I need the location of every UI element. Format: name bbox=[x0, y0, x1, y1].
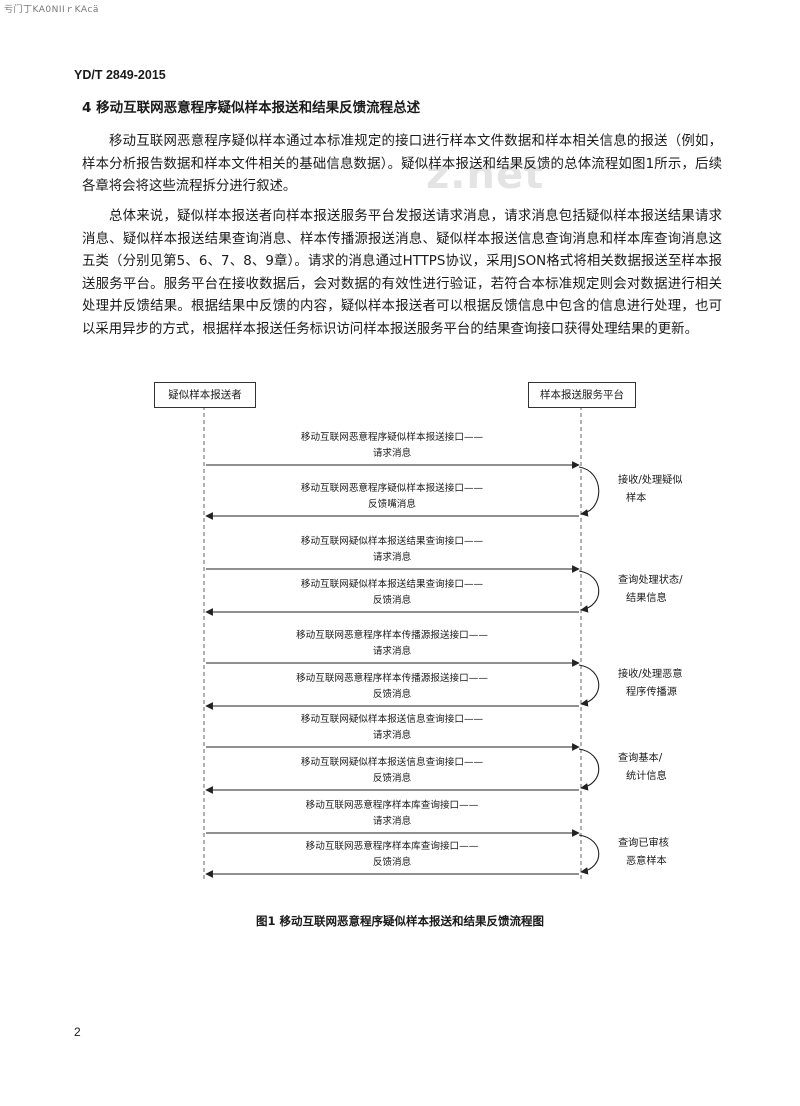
message-label-line1: 移动互联网疑似样本报送信息查询接口—— bbox=[300, 714, 484, 725]
message-label-line2: 请求消息 bbox=[372, 816, 412, 827]
processing-note-line2: 统计信息 bbox=[626, 770, 667, 782]
message-label: 移动互联网恶意程序疑似样本报送接口—— 反馈嘴消息 bbox=[262, 481, 522, 513]
message-label: 移动互联网恶意程序样本传播源报送接口—— 反馈消息 bbox=[262, 671, 522, 703]
message-label-line1: 移动互联网疑似样本报送结果查询接口—— bbox=[300, 579, 484, 590]
processing-note-line2: 样本 bbox=[626, 492, 647, 504]
processing-note-line2: 程序传播源 bbox=[626, 686, 677, 698]
message-label: 移动互联网恶意程序样本库查询接口—— 请求消息 bbox=[262, 798, 522, 830]
processing-note: 接收/处理疑似样本 bbox=[618, 472, 698, 508]
message-label-line1: 移动互联网疑似样本报送结果查询接口—— bbox=[300, 536, 484, 547]
processing-note: 查询处理状态/结果信息 bbox=[618, 572, 698, 608]
message-label-line2: 反馈消息 bbox=[372, 773, 412, 784]
paragraph-summary: 总体来说，疑似样本报送者向样本报送服务平台发报送请求消息，请求消息包括疑似样本报… bbox=[82, 209, 722, 337]
message-label-line1: 移动互联网疑似样本报送信息查询接口—— bbox=[300, 757, 484, 768]
message-label-line1: 移动互联网恶意程序样本传播源报送接口—— bbox=[296, 673, 488, 684]
page-number: 2 bbox=[74, 1025, 81, 1039]
processing-note-line1: 查询基本/ bbox=[618, 752, 663, 764]
message-label-line2: 反馈消息 bbox=[372, 595, 412, 606]
message-label-line2: 请求消息 bbox=[372, 646, 412, 657]
actor-sample-submitter: 疑似样本报送者 bbox=[154, 382, 256, 408]
processing-note-line1: 接收/处理疑似 bbox=[618, 474, 683, 486]
header-mark: 亏门丁KA0NIIｒKAcä bbox=[4, 5, 99, 15]
processing-loop bbox=[578, 570, 600, 613]
message-label-line2: 请求消息 bbox=[372, 730, 412, 741]
processing-note: 查询已审核恶意样本 bbox=[618, 835, 698, 871]
processing-note-line2: 结果信息 bbox=[626, 592, 667, 604]
processing-note: 查询基本/统计信息 bbox=[618, 750, 698, 786]
processing-loop bbox=[578, 748, 600, 791]
processing-loop bbox=[578, 664, 600, 707]
document-number: YD/T 2849-2015 bbox=[74, 68, 166, 82]
message-label-line1: 移动互联网恶意程序样本传播源报送接口—— bbox=[296, 630, 488, 641]
message-label-line2: 反馈嘴消息 bbox=[368, 499, 416, 510]
message-label-line1: 移动互联网恶意程序疑似样本报送接口—— bbox=[300, 483, 484, 494]
message-label: 移动互联网恶意程序样本传播源报送接口—— 请求消息 bbox=[262, 628, 522, 660]
message-label-line1: 移动互联网恶意程序样本库查询接口—— bbox=[305, 841, 479, 852]
message-label: 移动互联网恶意程序疑似样本报送接口—— 请求消息 bbox=[262, 430, 522, 462]
message-label-line2: 请求消息 bbox=[372, 552, 412, 563]
message-label: 移动互联网疑似样本报送信息查询接口—— 请求消息 bbox=[262, 712, 522, 744]
processing-note-line1: 查询已审核 bbox=[618, 837, 669, 849]
message-label-line2: 反馈消息 bbox=[372, 689, 412, 700]
message-label: 移动互联网疑似样本报送结果查询接口—— 反馈消息 bbox=[262, 577, 522, 609]
processing-note-line1: 接收/处理恶意 bbox=[618, 668, 683, 680]
figure-caption: 图1 移动互联网恶意程序疑似样本报送和结果反馈流程图 bbox=[255, 914, 544, 928]
message-label: 移动互联网疑似样本报送信息查询接口—— 反馈消息 bbox=[262, 755, 522, 787]
processing-note-line2: 恶意样本 bbox=[626, 855, 667, 867]
actor-sample-platform: 样本报送服务平台 bbox=[528, 382, 636, 408]
message-label-line2: 反馈消息 bbox=[372, 857, 412, 868]
message-label-line1: 移动互联网恶意程序样本库查询接口—— bbox=[305, 800, 479, 811]
processing-note: 接收/处理恶意程序传播源 bbox=[618, 666, 698, 702]
message-label-line2: 请求消息 bbox=[372, 448, 412, 459]
message-label: 移动互联网疑似样本报送结果查询接口—— 请求消息 bbox=[262, 534, 522, 566]
watermark: z.net bbox=[426, 152, 545, 198]
processing-loop bbox=[578, 466, 600, 517]
message-label: 移动互联网恶意程序样本库查询接口—— 反馈消息 bbox=[262, 839, 522, 871]
processing-note-line1: 查询处理状态/ bbox=[618, 574, 683, 586]
section-heading: 4 移动互联网恶意程序疑似样本报送和结果反馈流程总述 bbox=[82, 100, 421, 116]
paragraph-overview: 移动互联网恶意程序疑似样本通过本标准规定的接口进行样本文件数据和样本相关信息的报… bbox=[82, 134, 722, 194]
processing-loop bbox=[578, 834, 600, 875]
message-label-line1: 移动互联网恶意程序疑似样本报送接口—— bbox=[300, 432, 484, 443]
